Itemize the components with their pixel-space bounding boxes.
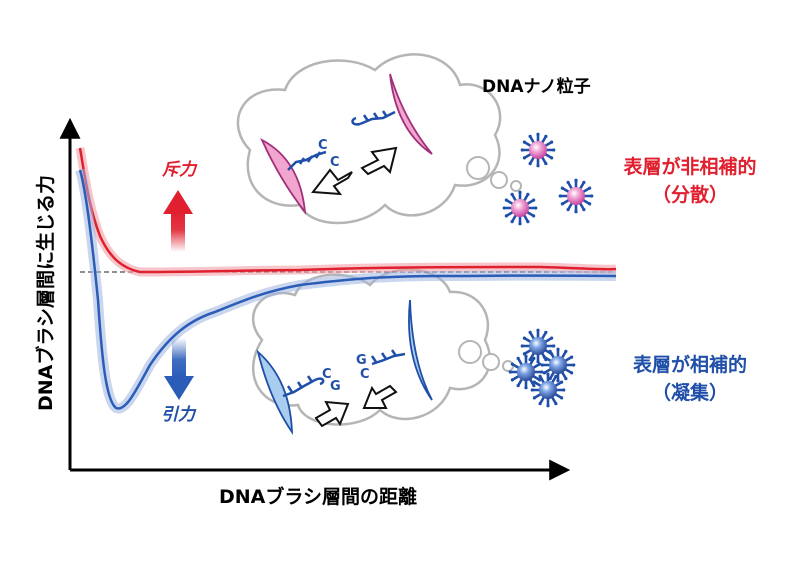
aggregation-label: （凝集）: [652, 381, 728, 404]
lower-left-dna-strand: [282, 375, 325, 398]
outward-arrow-right: [360, 146, 398, 176]
dispersion-label: （分散）: [652, 183, 728, 206]
left-pink-surface: [260, 137, 307, 215]
x-axis-label: DNAブラシ層間の距離: [219, 485, 417, 508]
right-dna-strand: [351, 110, 396, 126]
lower-cloud-content: C G G C: [256, 299, 433, 436]
upper-cloud-content: C C: [260, 73, 433, 215]
inward-arrow-left: [314, 400, 350, 428]
lower-thought-cloud: [251, 268, 514, 426]
upper-terminal-base-2: C: [330, 155, 340, 170]
attractive-arrow: [164, 338, 194, 400]
y-axis-label: DNAブラシ層間に生じる力: [34, 175, 57, 411]
left-blue-surface: [256, 349, 294, 436]
attractive-force-label: 引力: [161, 405, 197, 425]
complementary-label: 表層が相補的: [633, 353, 747, 376]
repulsive-arrow: [163, 190, 193, 252]
repulsive-curve: [75, 147, 617, 277]
blue-particle-3: [508, 354, 544, 390]
nanoparticle-title: DNAナノ粒子: [482, 76, 591, 97]
pink-particle-3: [558, 178, 594, 214]
outward-arrow-left: [311, 168, 353, 196]
pink-particle-2: [502, 190, 538, 226]
dispersed-pink-particles: [502, 132, 594, 226]
lower-right-dna-strand: [370, 349, 406, 366]
lower-terminal-base-2: G: [330, 379, 341, 394]
attractive-curve: [75, 168, 617, 414]
right-pink-surface: [389, 73, 433, 155]
lower-terminal-base-3: G: [356, 353, 367, 368]
right-blue-surface: [408, 299, 433, 401]
upper-terminal-base-1: C: [318, 138, 328, 153]
aggregated-blue-particles: [508, 328, 576, 408]
lower-terminal-base-4: C: [360, 367, 370, 382]
blue-particle-2: [540, 347, 576, 383]
repulsive-force-label: 斥力: [162, 160, 198, 180]
pink-particle-1: [520, 132, 556, 168]
inward-arrow-right: [362, 384, 398, 409]
blue-particle-4: [530, 372, 566, 408]
lower-terminal-base-1: C: [322, 367, 332, 382]
noncomplementary-label: 表層が非相補的: [623, 155, 756, 178]
upper-thought-cloud: [236, 53, 522, 225]
left-dna-strand: [287, 150, 327, 171]
